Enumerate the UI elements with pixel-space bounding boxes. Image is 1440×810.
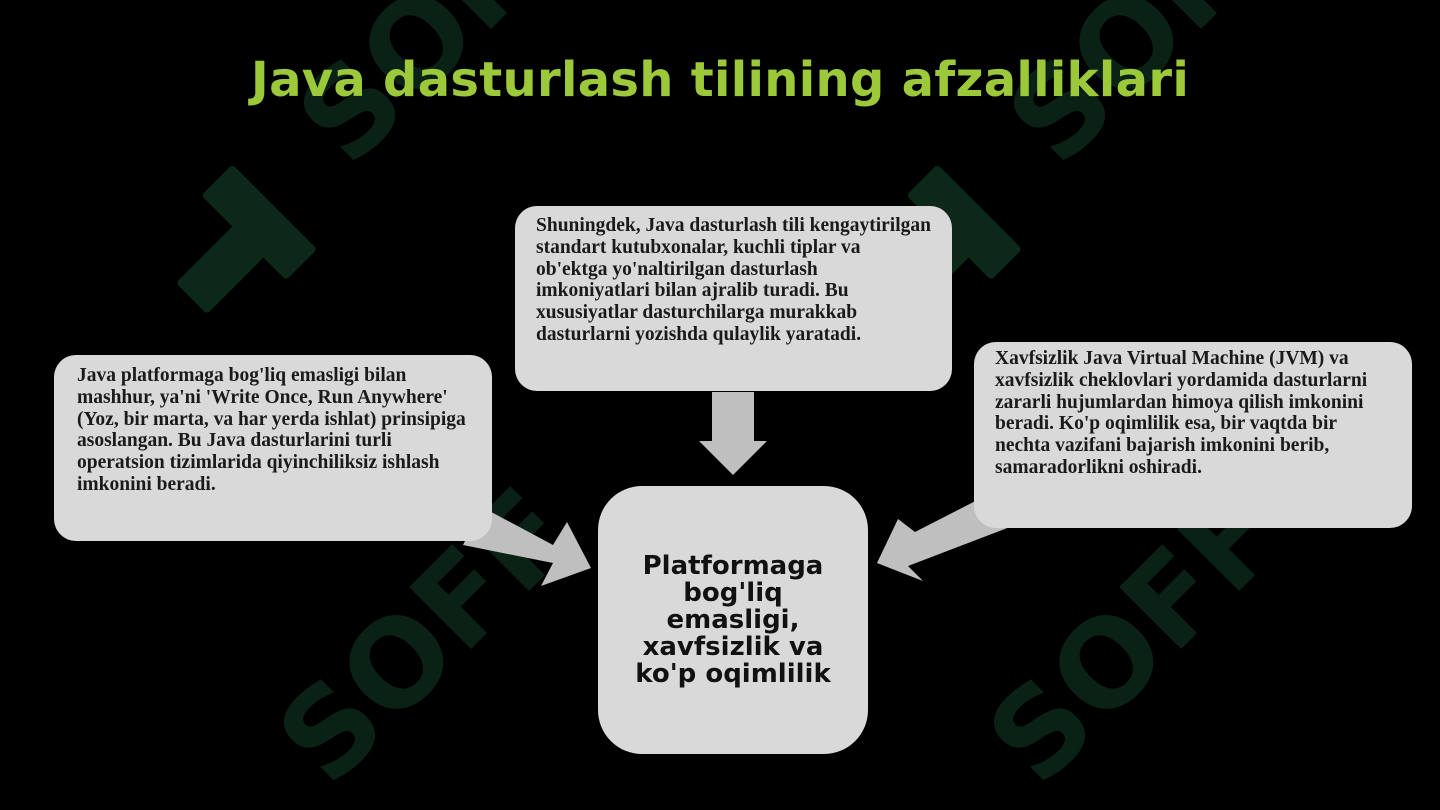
arrow-down-icon xyxy=(699,392,767,475)
arrow-right-icon xyxy=(463,507,591,586)
slide-title: Java dasturlash tilining afzalliklari xyxy=(250,52,1190,108)
center-box: Platformaga bog'liq emasligi, xavfsizlik… xyxy=(598,486,868,754)
right-text-box: Xavfsizlik Java Virtual Machine (JVM) va… xyxy=(974,342,1412,528)
top-text-box: Shuningdek, Java dasturlash tili kengayt… xyxy=(515,206,952,391)
left-text-box: Java platformaga bog'liq emasligi bilan … xyxy=(54,355,492,541)
watermark-logo-icon xyxy=(177,165,316,313)
center-box-label: Platformaga bog'liq emasligi, xavfsizlik… xyxy=(635,550,831,689)
